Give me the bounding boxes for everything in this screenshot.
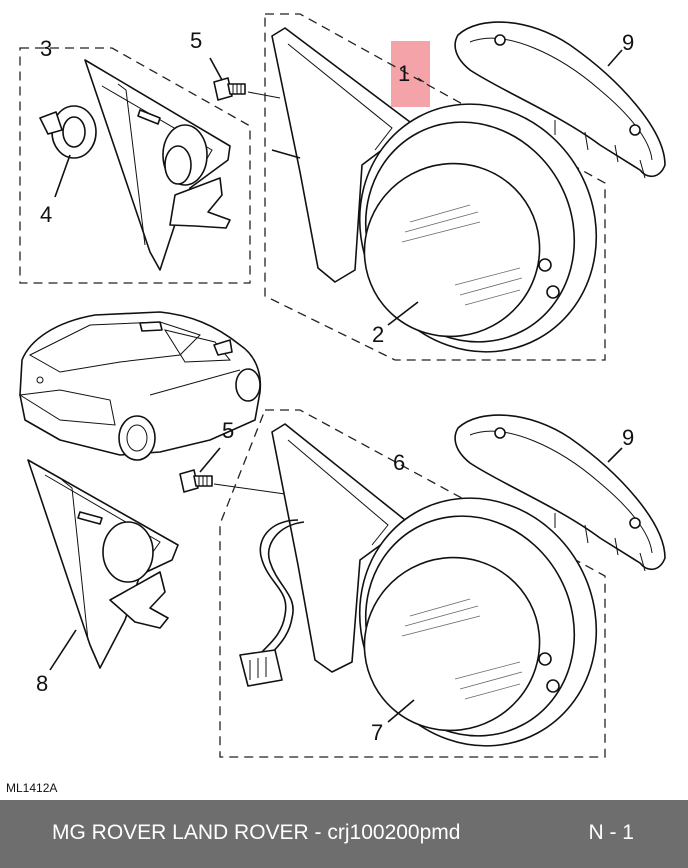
footer-title: MG ROVER LAND ROVER - crj100200pmd xyxy=(52,821,461,844)
callout-6: 6 xyxy=(393,450,405,475)
screw-upper xyxy=(213,77,246,101)
leader-2 xyxy=(387,301,419,326)
sail-cover-upper xyxy=(84,59,231,271)
diagram-reference-code: ML1412A xyxy=(6,781,57,795)
group-1-dashed-frame xyxy=(264,13,606,361)
callout-2: 2 xyxy=(372,322,384,347)
callout-7: 7 xyxy=(371,720,383,745)
screw-upper-axis xyxy=(247,91,281,99)
leader-5-upper xyxy=(209,57,223,81)
callout-3: 3 xyxy=(40,36,52,61)
mirror-housing-lower xyxy=(271,423,598,747)
leader-8 xyxy=(49,629,77,671)
callout-9-lower: 9 xyxy=(622,425,634,450)
screw-lower xyxy=(179,469,213,493)
callout-1: 1 xyxy=(398,61,410,86)
callout-4: 4 xyxy=(40,202,52,227)
footer-page-number: N - 1 xyxy=(588,821,634,844)
group-3-dashed-frame xyxy=(19,47,251,284)
leader-7 xyxy=(387,699,415,723)
sail-cover-lower xyxy=(27,459,179,669)
leader-4 xyxy=(54,154,71,198)
group-6-dashed-frame xyxy=(219,409,606,758)
callout-5-upper: 5 xyxy=(190,28,202,53)
callout-9-upper: 9 xyxy=(622,30,634,55)
callout-1-highlight xyxy=(391,41,430,107)
mirror-clip xyxy=(39,105,97,159)
mirror-cap-upper xyxy=(454,21,666,179)
footer-bar: MG ROVER LAND ROVER - crj100200pmd N - 1 xyxy=(0,800,688,868)
mirror-housing-upper xyxy=(271,27,598,353)
callout-5-lower: 5 xyxy=(222,418,234,443)
leader-9-lower xyxy=(607,447,623,463)
wiring-harness xyxy=(239,519,305,687)
car-illustration xyxy=(18,311,262,461)
leader-9-upper xyxy=(607,49,623,67)
parts-diagram: 3 4 5 1 2 9 xyxy=(6,13,666,795)
leader-5-lower xyxy=(199,447,221,473)
callout-8: 8 xyxy=(36,671,48,696)
leader-1 xyxy=(417,77,425,83)
mirror-cap-lower xyxy=(454,414,666,572)
screw-lower-axis xyxy=(213,483,286,495)
